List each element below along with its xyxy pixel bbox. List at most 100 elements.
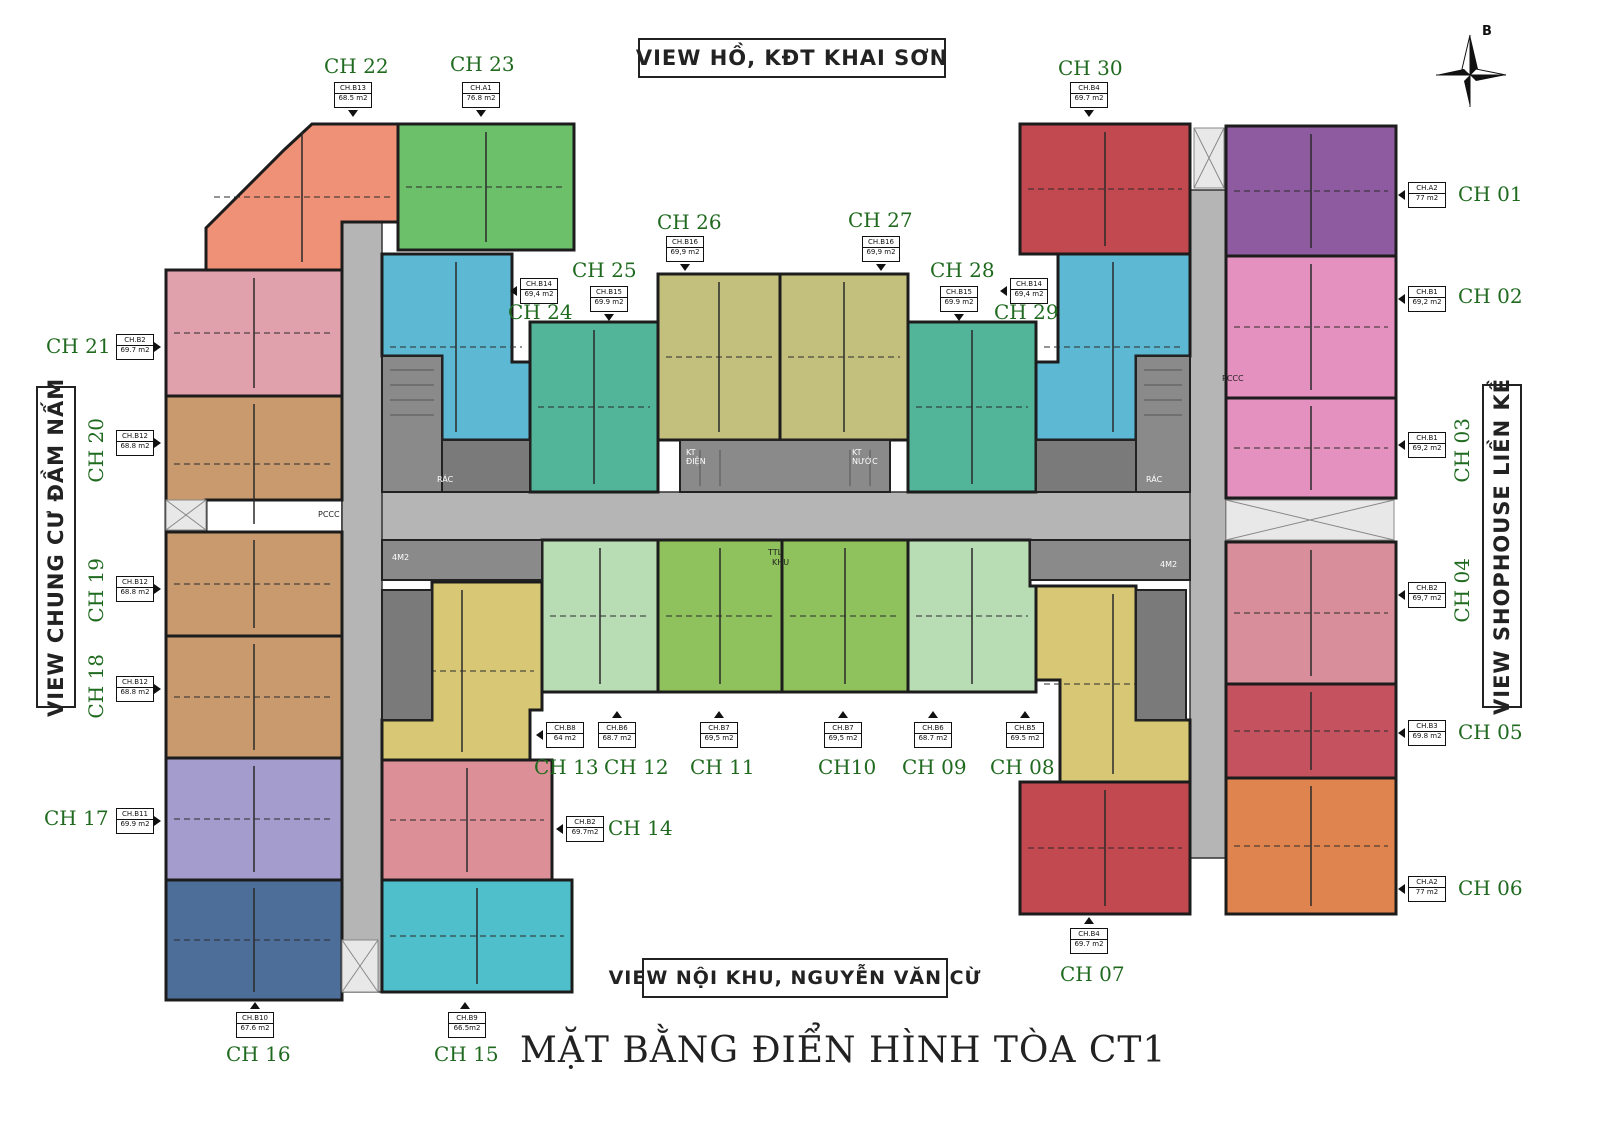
compass-north-label: B	[1482, 24, 1492, 39]
unit-type-code: CH.B14	[526, 280, 552, 288]
unit-type-code: CH.B5	[1014, 724, 1036, 732]
unit-type-code: CH.B6	[606, 724, 628, 732]
pccc-right-label: PCCC	[1222, 374, 1244, 383]
unit-area: 69.5 m2	[1007, 733, 1043, 742]
unit-area: 68.7 m2	[599, 733, 635, 742]
unit-ch06-pointer-icon	[1398, 884, 1405, 894]
unit-ch12-pointer-icon	[612, 711, 622, 718]
unit-ch10-pointer-icon	[838, 711, 848, 718]
ttl-label: TTL	[768, 548, 783, 557]
unit-area: 69.9 m2	[941, 297, 977, 306]
unit-area: 76.8 m2	[463, 93, 499, 102]
unit-ch19-pointer-icon	[154, 584, 161, 594]
unit-ch03-pointer-icon	[1398, 440, 1405, 450]
unit-type-code: CH.A2	[1416, 878, 1438, 886]
view-bottom: VIEW NỘI KHU, NGUYỄN VĂN CỪ	[609, 958, 980, 998]
unit-ch06-name: CH 06	[1458, 876, 1523, 900]
unit-ch20-pointer-icon	[154, 438, 161, 448]
unit-type-code: CH.B8	[554, 724, 576, 732]
kt-nuoc-label: KT NƯỚC	[852, 448, 878, 466]
corridor-main	[341, 491, 1229, 541]
unit-ch04-pointer-icon	[1398, 590, 1405, 600]
unit-type-code: CH.B11	[122, 810, 148, 818]
core-center	[679, 439, 891, 493]
units-layer	[164, 122, 1398, 1002]
unit-ch20-name: CH 20	[84, 418, 108, 483]
unit-type-code: CH.B13	[340, 84, 366, 92]
unit-ch24-name: CH 24	[508, 300, 573, 324]
core-left-lower	[381, 539, 543, 581]
unit-ch07-pointer-icon	[1084, 917, 1094, 924]
view-top: VIEW HỒ, KĐT KHAI SƠN	[636, 38, 947, 78]
unit-area: 66.5m2	[449, 1023, 485, 1032]
unit-ch14-pointer-icon	[556, 824, 563, 834]
unit-ch16-pointer-icon	[250, 1002, 260, 1009]
unit-area: 69.7 m2	[117, 345, 153, 354]
unit-area: 69,5 m2	[701, 733, 737, 742]
unit-ch13-name: CH 13	[534, 755, 599, 779]
unit-area: 68.5 m2	[335, 93, 371, 102]
unit-type-code: CH.B2	[574, 818, 596, 826]
core-left-stair	[381, 589, 433, 721]
stair-hatching	[390, 369, 1182, 486]
khu-label: KHU	[772, 558, 790, 567]
unit-ch22-name: CH 22	[324, 54, 389, 78]
unit-ch25-name: CH 25	[572, 258, 637, 282]
compass-icon	[1436, 34, 1507, 107]
unit-ch17-pointer-icon	[154, 816, 161, 826]
unit-type-code: CH.A2	[1416, 184, 1438, 192]
core-right-lower	[1029, 539, 1191, 581]
unit-area: 69,5 m2	[825, 733, 861, 742]
unit-ch11-name: CH 11	[690, 755, 755, 779]
unit-ch30-pointer-icon	[1084, 110, 1094, 117]
unit-ch23-pointer-icon	[476, 110, 486, 117]
unit-ch27-pointer-icon	[876, 264, 886, 271]
unit-type-code: CH.B9	[456, 1014, 478, 1022]
corridor-left	[341, 221, 383, 993]
unit-area: 68.8 m2	[117, 441, 153, 450]
unit-type-code: CH.B12	[122, 432, 148, 440]
unit-area: 77 m2	[1409, 887, 1445, 896]
unit-type-code: CH.B16	[868, 238, 894, 246]
unit-area: 69,9 m2	[667, 247, 703, 256]
unit-area: 69.7 m2	[1071, 939, 1107, 948]
unit-ch17-name: CH 17	[44, 806, 109, 830]
view-left: VIEW CHUNG CƯ ĐẦM NẤM	[36, 377, 76, 717]
unit-ch22-pointer-icon	[348, 110, 358, 117]
unit-ch01-pointer-icon	[1398, 190, 1405, 200]
unit-area: 69,2 m2	[1409, 297, 1445, 306]
unit-type-code: CH.B16	[672, 238, 698, 246]
unit-area: 67.6 m2	[237, 1023, 273, 1032]
unit-area: 69,7 m2	[1409, 593, 1445, 602]
unit-type-code: CH.B4	[1078, 930, 1100, 938]
unit-ch09-pointer-icon	[928, 711, 938, 718]
unit-ch21-pointer-icon	[154, 342, 161, 352]
unit-ch10-name: CH10	[818, 755, 877, 779]
unit-ch27-name: CH 27	[848, 208, 913, 232]
kt-dien-label: KT ĐIỆN	[686, 448, 706, 466]
unit-type-code: CH.B7	[708, 724, 730, 732]
unit-type-code: CH.B15	[946, 288, 972, 296]
unit-area: 69.9 m2	[591, 297, 627, 306]
unit-type-code: CH.B1	[1416, 288, 1438, 296]
unit-ch15-pointer-icon	[460, 1002, 470, 1009]
unit-type-code: CH.B1	[1416, 434, 1438, 442]
core-left-lifts	[441, 439, 531, 493]
unit-ch29-pointer-icon	[1000, 286, 1007, 296]
core-left-upper	[381, 355, 443, 493]
core-right-stair	[1135, 589, 1187, 721]
unit-type-code: CH.B12	[122, 678, 148, 686]
